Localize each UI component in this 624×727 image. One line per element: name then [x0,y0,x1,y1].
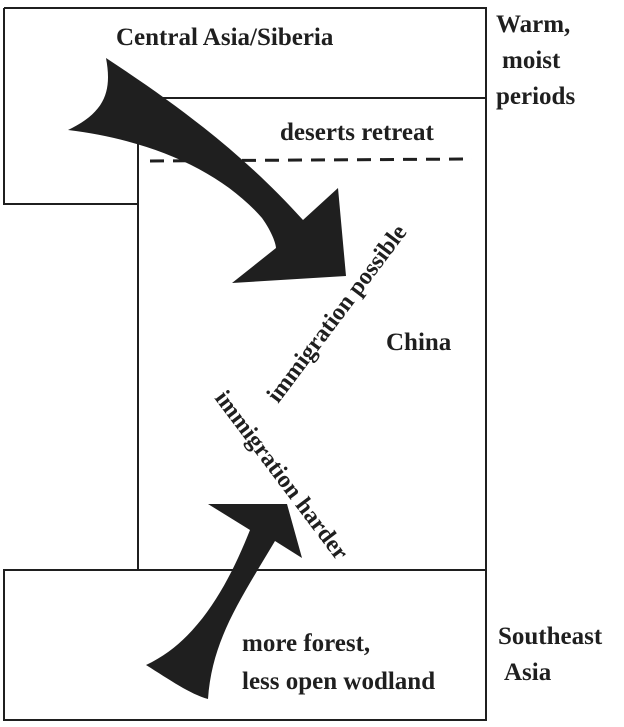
forest-label-line2: less open wodland [242,668,436,695]
north-arrow-icon [68,58,346,283]
deserts-retreat-label: deserts retreat [280,119,434,146]
region-label-southeast-asia-line1: Southeast [498,623,603,650]
forest-label-line1: more forest, [242,630,371,657]
climate-label-line3: periods [496,83,576,110]
region-label-central-asia: Central Asia/Siberia [116,24,334,51]
climate-label-line2: moist [502,47,561,74]
climate-label-line1: Warm, [496,11,571,38]
south-arrow-icon [146,504,302,699]
region-label-china: China [386,329,452,356]
region-label-southeast-asia-line2: Asia [504,659,552,686]
